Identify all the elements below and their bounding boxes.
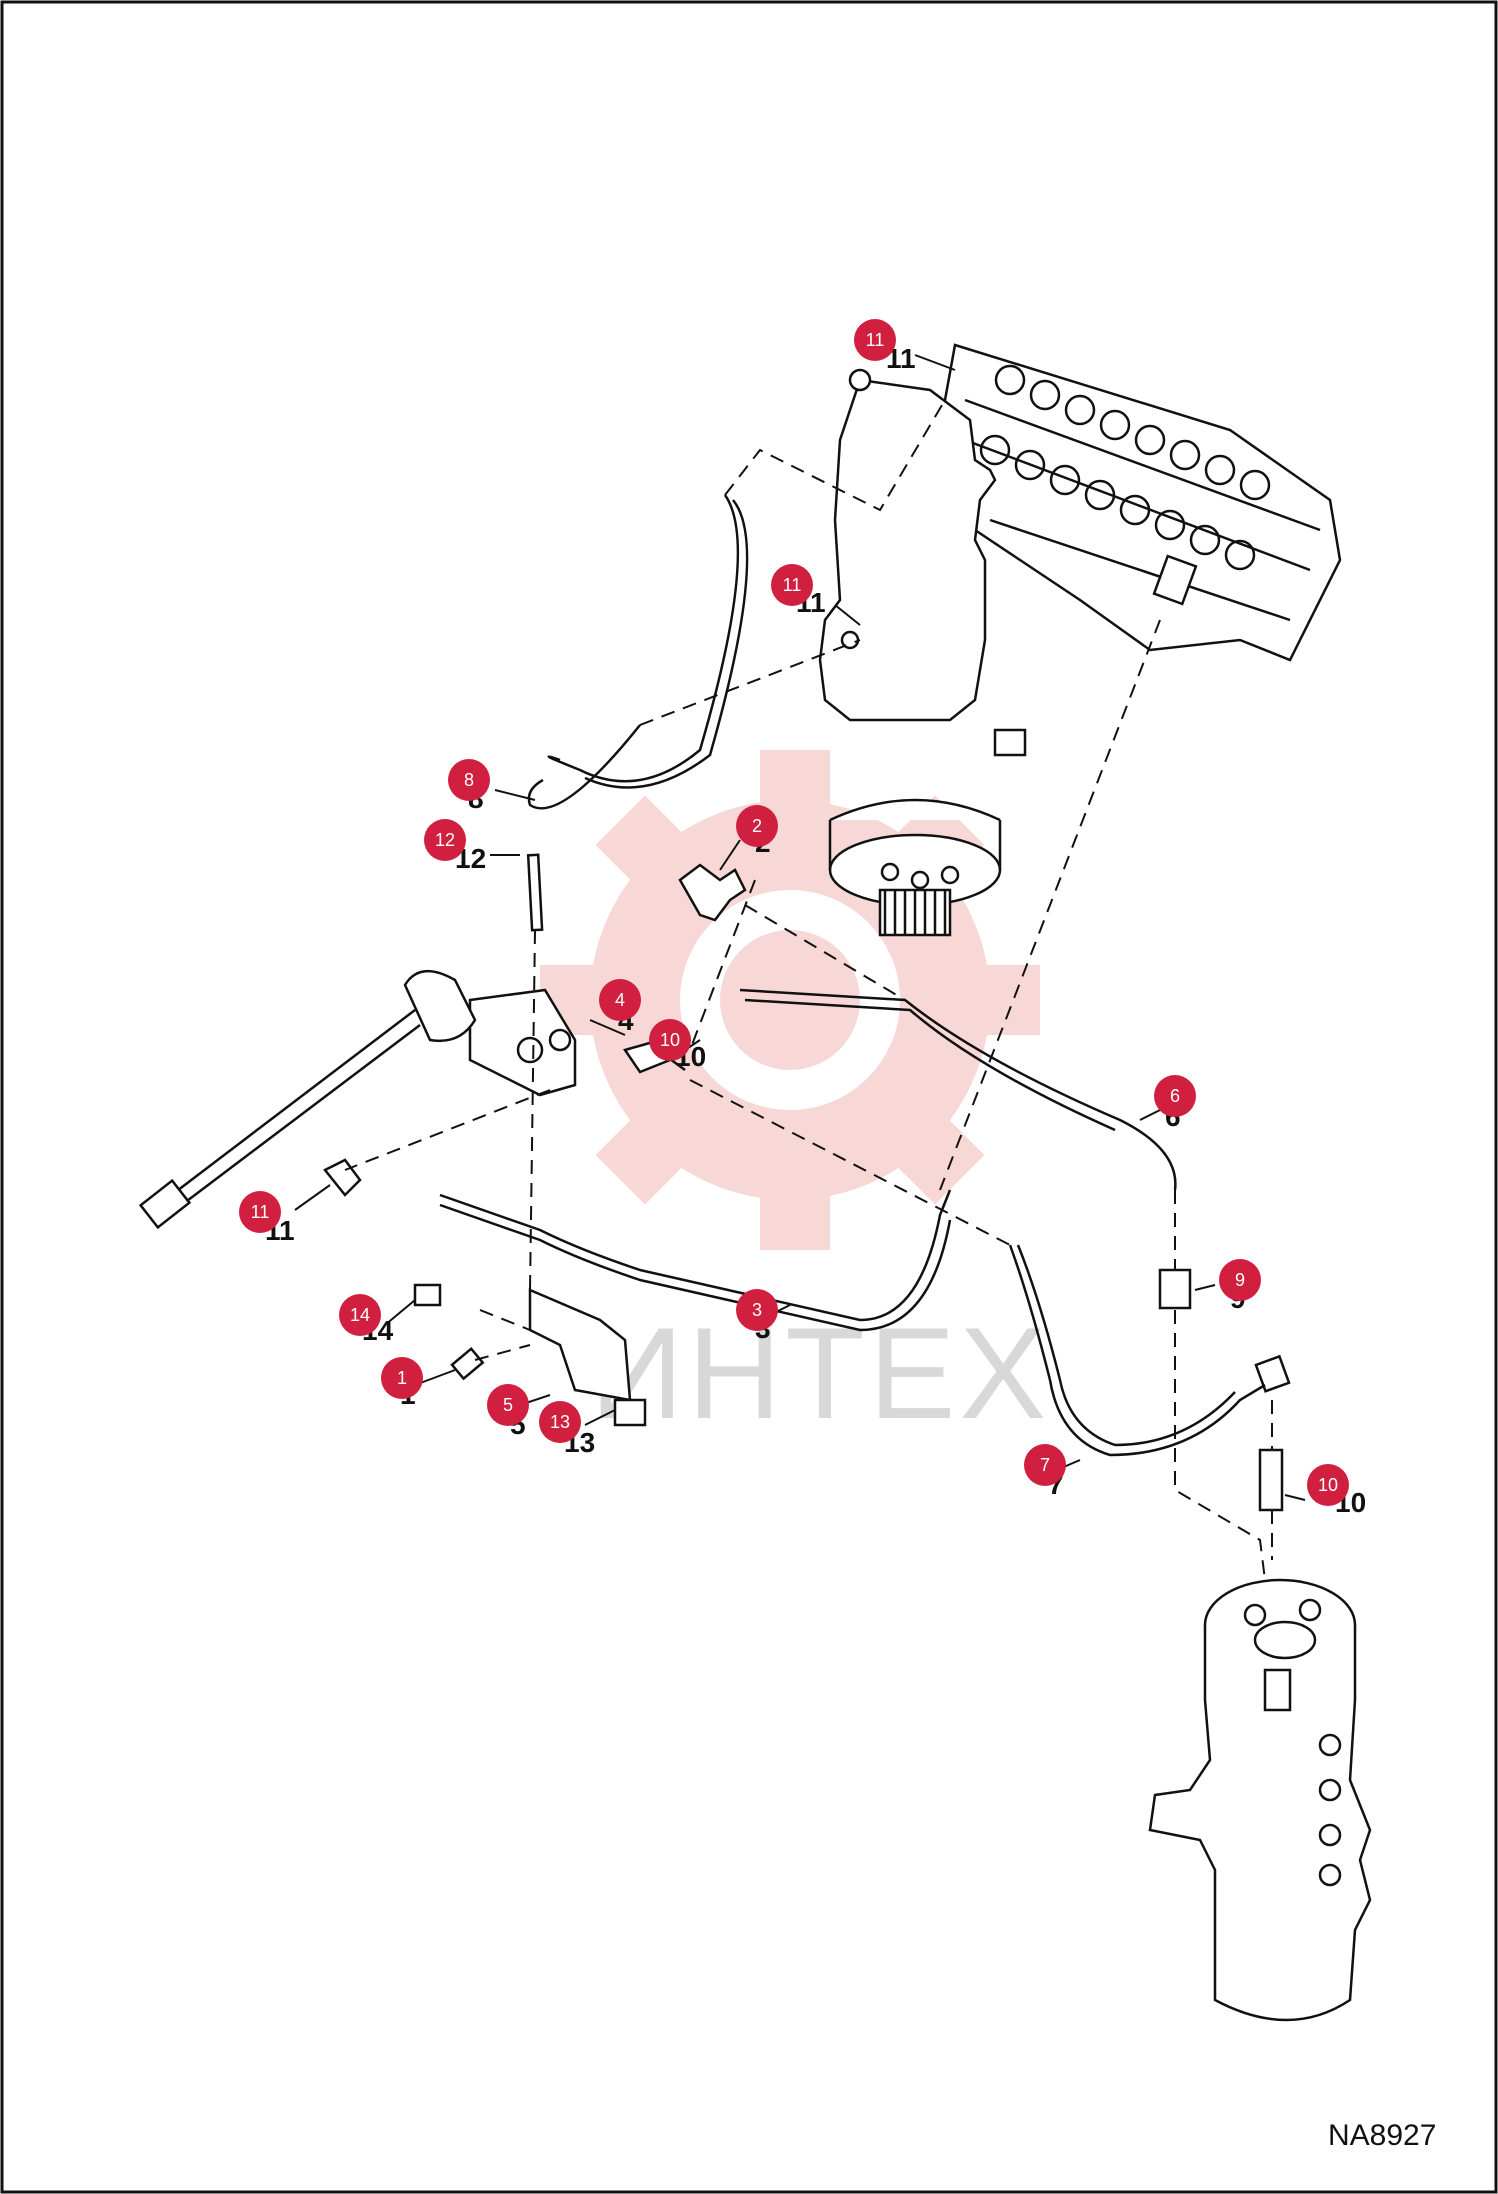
callout-badge[interactable]: 8 [448, 759, 490, 801]
callout-badge[interactable]: 9 [1219, 1259, 1261, 1301]
leader-lines [294, 354, 1306, 1501]
callout-badge[interactable]: 13 [539, 1401, 581, 1443]
callout-number: 9 [1235, 1270, 1245, 1290]
callout-badge[interactable]: 7 [1024, 1444, 1066, 1486]
callout-number: 13 [550, 1412, 570, 1432]
callout-badge[interactable]: 3 [736, 1289, 778, 1331]
callout-number: 14 [350, 1305, 370, 1325]
callout-number: 12 [435, 830, 455, 850]
callout-number: 8 [464, 770, 474, 790]
callout-badge[interactable]: 1 [381, 1357, 423, 1399]
callout-number: 5 [503, 1395, 513, 1415]
watermark-text: ИНТЕХ [590, 1300, 1050, 1446]
callout-badge[interactable]: 11 [239, 1191, 281, 1233]
callout-badge[interactable]: 14 [339, 1294, 381, 1336]
callout-number: 1 [397, 1368, 407, 1388]
callout-number: 10 [660, 1030, 680, 1050]
callout-number: 11 [866, 330, 885, 350]
solenoid-valve [138, 970, 577, 1230]
callout-number: 11 [251, 1202, 270, 1222]
callout-badge[interactable]: 4 [599, 979, 641, 1021]
callout-number: 7 [1040, 1455, 1050, 1475]
callout-number: 11 [783, 575, 802, 595]
callout-badge[interactable]: 11 [854, 319, 896, 361]
callout-badge[interactable]: 6 [1154, 1075, 1196, 1117]
callout-badge[interactable]: 12 [424, 819, 466, 861]
control-valve-assembly [943, 343, 1342, 662]
callout-number: 4 [615, 990, 625, 1010]
callout-badge[interactable]: 11 [771, 564, 813, 606]
callout-badge[interactable]: 5 [487, 1384, 529, 1426]
rotary-joint [1148, 1578, 1372, 2022]
callout-number: 2 [752, 816, 762, 836]
callout-badges: 11 11 8 12 2 4 10 6 11 9 3 14 1 5 13 7 1… [239, 319, 1349, 1506]
connection-lines [344, 399, 1273, 1581]
callout-badge[interactable]: 10 [649, 1019, 691, 1061]
callout-number: 10 [1318, 1475, 1338, 1495]
callout-badge[interactable]: 10 [1307, 1464, 1349, 1506]
swing-motor [818, 368, 1027, 937]
callout-badge[interactable]: 2 [736, 805, 778, 847]
fittings [323, 853, 1291, 1512]
hoses [439, 494, 1266, 1457]
callout-number: 6 [1170, 1086, 1180, 1106]
callout-number: 3 [752, 1300, 762, 1320]
drawing-code: NA8927 [1328, 2119, 1436, 2152]
